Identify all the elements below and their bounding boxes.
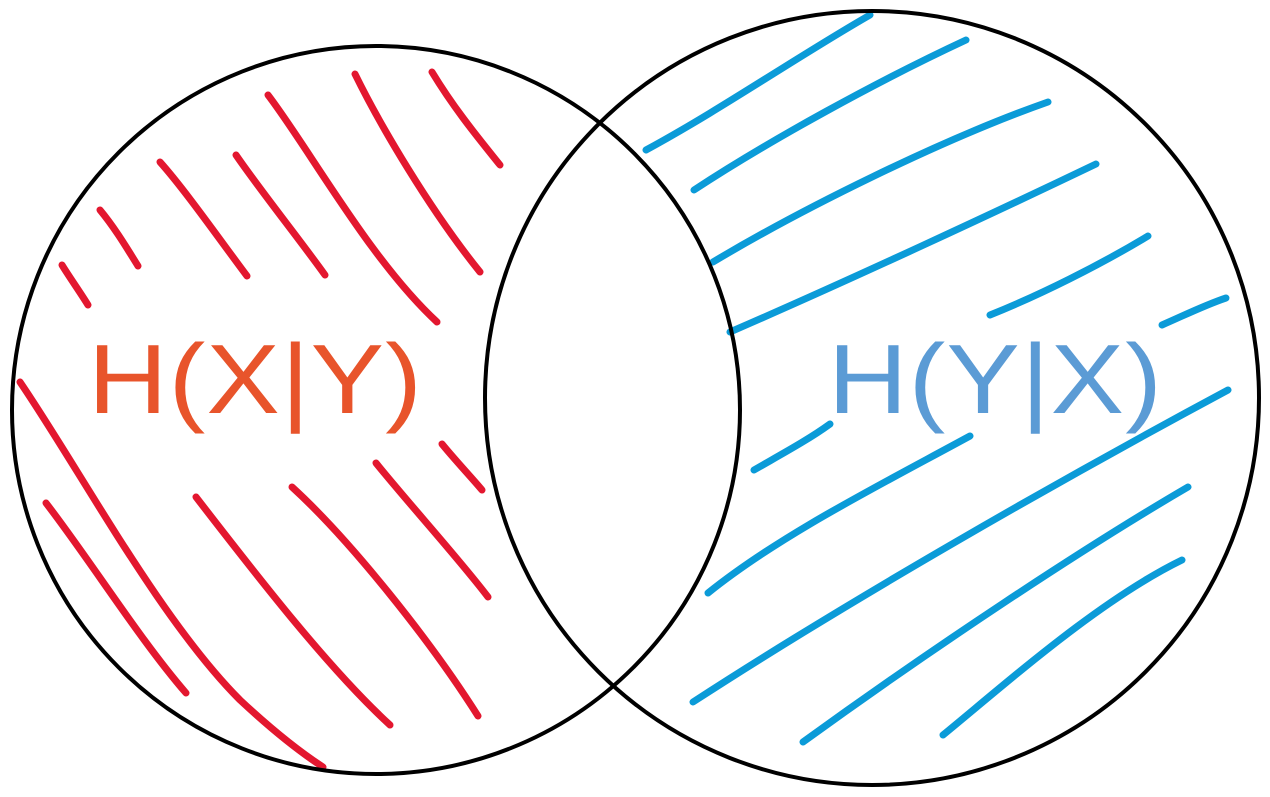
- left-hatch-stroke: [428, 68, 504, 169]
- right-hatch-stroke: [690, 36, 970, 194]
- right-hatch-stroke: [1158, 294, 1230, 329]
- left-hatch-stroke: [438, 440, 486, 494]
- right-hatch-stroke: [726, 160, 1100, 336]
- right-circle: [483, 9, 1261, 787]
- right-hatch-stroke: [750, 420, 834, 474]
- left-hatch-stroke: [372, 459, 492, 601]
- left-hatch-stroke: [156, 158, 251, 280]
- right-hatch-stroke: [939, 556, 1186, 739]
- right-region-hatching: [642, 11, 1232, 746]
- right-hatch-stroke: [704, 432, 974, 597]
- left-hatch-stroke: [192, 493, 394, 729]
- left-region-label: H(X|Y): [88, 324, 423, 434]
- left-hatch-stroke: [264, 91, 441, 326]
- right-hatch-stroke: [709, 98, 1052, 266]
- right-hatch-stroke: [689, 386, 1232, 706]
- right-hatch-stroke: [642, 11, 874, 154]
- left-hatch-stroke: [96, 206, 142, 270]
- right-hatch-stroke: [986, 232, 1152, 319]
- left-hatch-stroke: [232, 151, 329, 279]
- right-hatch-stroke: [799, 483, 1192, 746]
- left-hatch-stroke: [351, 70, 484, 276]
- right-region-label: H(Y|X): [828, 324, 1163, 434]
- left-region-hatching: [16, 68, 504, 771]
- left-hatch-stroke: [288, 483, 482, 720]
- left-hatch-stroke: [16, 378, 327, 771]
- left-hatch-stroke: [58, 261, 92, 309]
- left-circle: [10, 44, 742, 776]
- left-hatch-stroke: [42, 499, 190, 697]
